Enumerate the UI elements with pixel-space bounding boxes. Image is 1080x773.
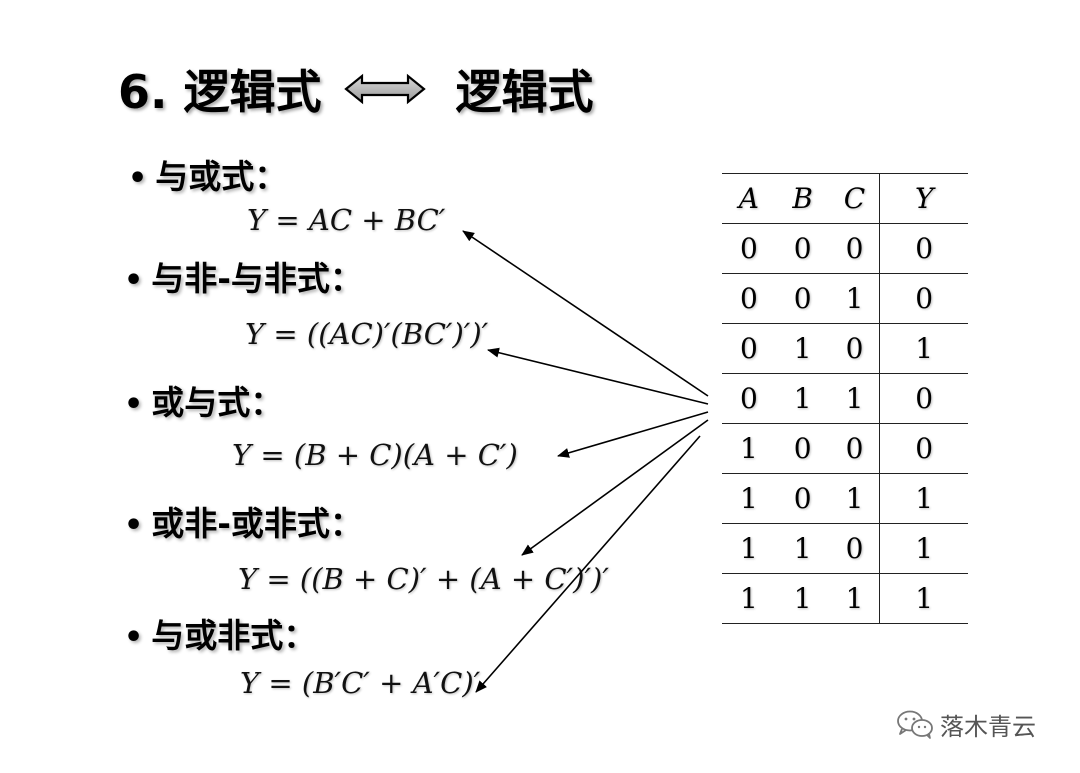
cell-y: 1 bbox=[879, 573, 968, 624]
title-right: 逻辑式 bbox=[455, 65, 594, 119]
cell-c: 1 bbox=[829, 373, 881, 424]
cell-b: 1 bbox=[775, 373, 830, 424]
bullet: • bbox=[124, 508, 144, 543]
cell-a: 0 bbox=[722, 373, 776, 424]
double-arrow-icon bbox=[343, 73, 426, 105]
cell-y: 0 bbox=[879, 223, 968, 274]
cell-c: 0 bbox=[829, 523, 881, 574]
cell-a: 0 bbox=[722, 223, 776, 274]
arrow-2 bbox=[487, 347, 709, 405]
bullet: • bbox=[124, 620, 144, 655]
cell-c: 1 bbox=[829, 573, 881, 624]
section-nor-nor: •或非-或非式： bbox=[124, 497, 363, 545]
cell-a: 1 bbox=[722, 573, 776, 624]
header-a: A bbox=[722, 173, 776, 224]
header-c: C bbox=[829, 173, 881, 224]
cell-a: 0 bbox=[722, 323, 776, 374]
header-y: Y bbox=[879, 173, 968, 224]
page-title: 6. 逻辑式 逻辑式 bbox=[118, 58, 594, 120]
cell-c: 1 bbox=[829, 273, 881, 324]
bullet: • bbox=[124, 387, 144, 422]
cell-a: 0 bbox=[722, 273, 776, 324]
arrow-1 bbox=[462, 230, 709, 397]
table-row: 0 0 1 0 bbox=[722, 273, 968, 324]
cell-b: 1 bbox=[775, 523, 830, 574]
formula-nor-nor: Y = ((B + C)′ + (A + C′)′)′ bbox=[238, 562, 609, 596]
section-or-and: •或与式： bbox=[124, 376, 283, 424]
table-row: 1 1 0 1 bbox=[722, 523, 968, 574]
cell-y: 0 bbox=[879, 423, 968, 474]
cell-y: 0 bbox=[879, 273, 968, 324]
arrow-3 bbox=[557, 411, 709, 458]
formula-nand-nand: Y = ((AC)′(BC′)′)′ bbox=[245, 317, 489, 351]
watermark: 落木青云 bbox=[896, 706, 1036, 742]
formula-and-or: Y = AC + BC′ bbox=[247, 203, 446, 237]
watermark-text: 落木青云 bbox=[940, 712, 1036, 741]
cell-y: 1 bbox=[879, 323, 968, 374]
table-row: 0 1 0 1 bbox=[722, 323, 968, 374]
cell-a: 1 bbox=[722, 423, 776, 474]
cell-c: 0 bbox=[829, 323, 881, 374]
arrow-4 bbox=[521, 419, 709, 556]
cell-b: 0 bbox=[775, 423, 830, 474]
cell-y: 1 bbox=[879, 473, 968, 524]
table-row: 0 0 0 0 bbox=[722, 223, 968, 274]
bullet: • bbox=[128, 161, 148, 196]
section-label: 或与式： bbox=[151, 383, 284, 422]
cell-b: 0 bbox=[775, 273, 830, 324]
section-nand-nand: •与非-与非式： bbox=[124, 252, 363, 300]
section-label: 与非-与非式： bbox=[151, 259, 363, 298]
section-and-or-invert: •与或非式： bbox=[124, 609, 316, 657]
cell-y: 0 bbox=[879, 373, 968, 424]
table-row: 1 0 1 1 bbox=[722, 473, 968, 524]
section-label: 与或式： bbox=[155, 157, 288, 196]
cell-a: 1 bbox=[722, 473, 776, 524]
section-label: 或非-或非式： bbox=[151, 504, 363, 543]
section-label: 与或非式： bbox=[151, 616, 317, 655]
section-and-or: •与或式： bbox=[128, 150, 287, 198]
table-row: 1 1 1 1 bbox=[722, 573, 968, 624]
cell-b: 0 bbox=[775, 473, 830, 524]
table-row: 0 1 1 0 bbox=[722, 373, 968, 424]
cell-y: 1 bbox=[879, 523, 968, 574]
cell-b: 1 bbox=[775, 323, 830, 374]
formula-or-and: Y = (B + C)(A + C′) bbox=[232, 438, 518, 472]
cell-b: 1 bbox=[775, 573, 830, 624]
header-b: B bbox=[775, 173, 830, 224]
formula-and-or-invert: Y = (B′C′ + A′C)′ bbox=[240, 666, 481, 700]
cell-a: 1 bbox=[722, 523, 776, 574]
title-left: 6. 逻辑式 bbox=[118, 65, 322, 119]
truth-table-header: A B C Y bbox=[722, 173, 968, 224]
cell-c: 0 bbox=[829, 423, 881, 474]
wechat-icon bbox=[897, 710, 933, 739]
bullet: • bbox=[124, 263, 144, 298]
cell-c: 1 bbox=[829, 473, 881, 524]
table-row: 1 0 0 0 bbox=[722, 423, 968, 474]
cell-b: 0 bbox=[775, 223, 830, 274]
cell-c: 0 bbox=[829, 223, 881, 274]
truth-table: A B C Y 0 0 0 0 0 0 1 0 0 1 0 1 0 1 1 0 bbox=[722, 173, 968, 624]
